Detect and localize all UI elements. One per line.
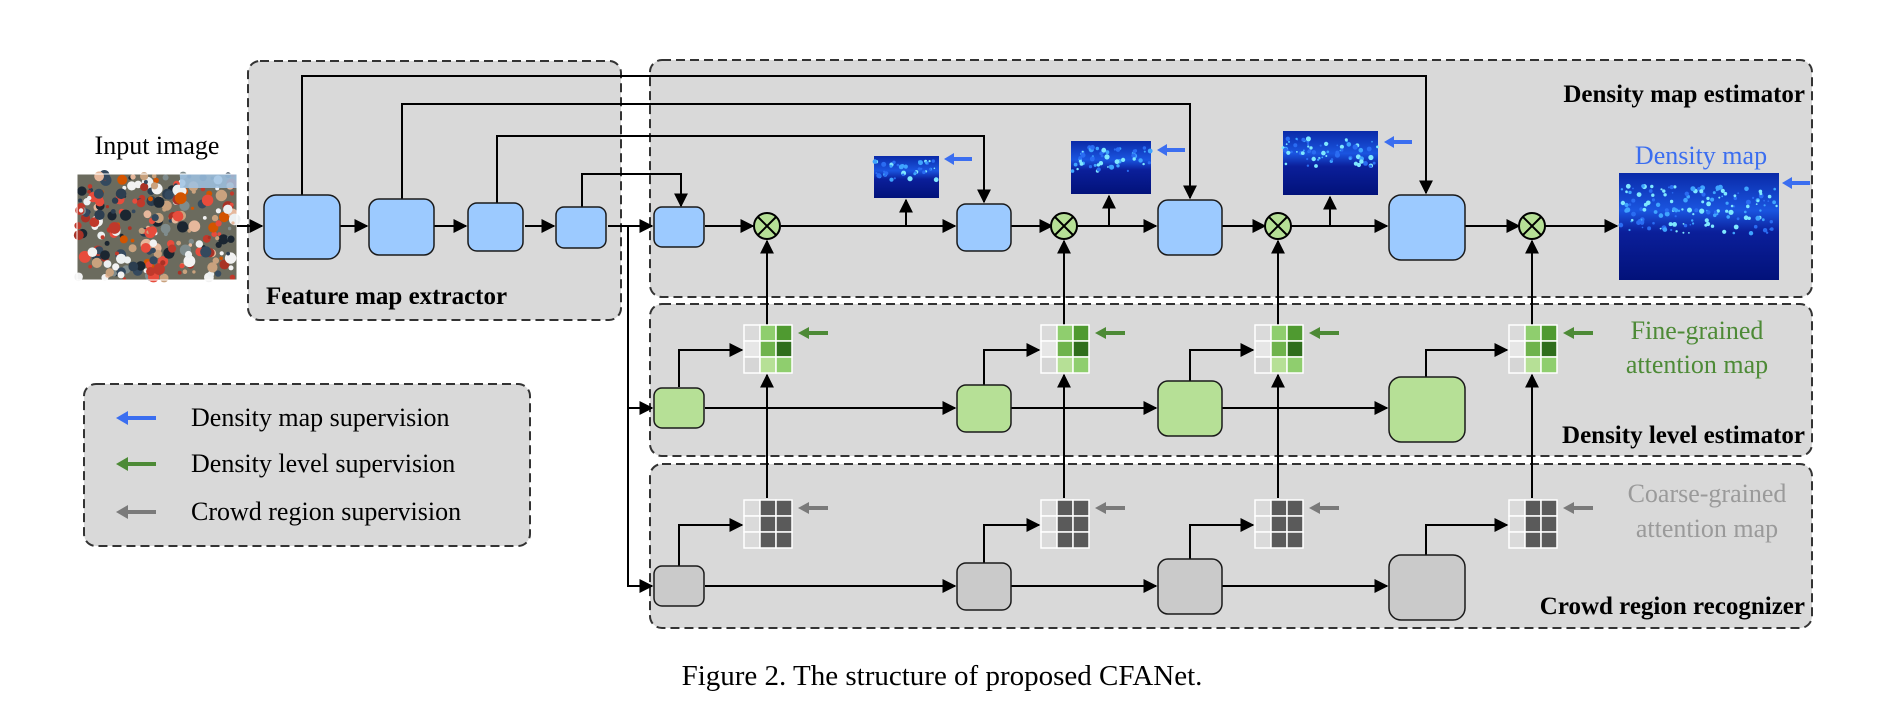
level-block-1 <box>653 387 705 429</box>
extractor-block-2 <box>368 198 435 256</box>
estimator-block-4 <box>1388 194 1466 261</box>
level-block-3 <box>1157 380 1223 437</box>
crowd-recognizer-label: Crowd region recognizer <box>1540 593 1805 620</box>
intermediate-dots <box>872 136 1379 183</box>
fine-attention-map-1 <box>743 324 828 374</box>
coarse-attention-map-2 <box>1040 499 1125 549</box>
crowd-block-4 <box>1388 554 1466 621</box>
level-wires <box>678 343 1509 415</box>
density-supervision-arrow <box>1384 136 1412 148</box>
input-image <box>73 170 241 283</box>
multiply-node-2 <box>1050 212 1078 240</box>
extractor-block-1 <box>263 194 341 260</box>
legend-label: Crowd region supervision <box>191 497 461 526</box>
density-supervision-arrows <box>944 136 1810 189</box>
extractor-block-3 <box>467 202 524 252</box>
density-estimator-label: Density map estimator <box>1563 81 1805 108</box>
multiply-node-1 <box>753 212 781 240</box>
estimator-block-1 <box>653 206 705 248</box>
intermediate-outputs-wires <box>899 194 1337 226</box>
density-supervision-arrow <box>944 153 972 165</box>
attention-flow-wires <box>760 239 1539 498</box>
coarse-attention-map-4 <box>1508 499 1593 549</box>
input-image-label: Input image <box>95 131 220 160</box>
density-supervision-arrow <box>1157 144 1185 156</box>
legend-item-density-level: Density level supervision <box>116 449 455 478</box>
crowd-block-2 <box>956 562 1012 611</box>
crowd-block-3 <box>1157 558 1223 615</box>
coarse-grained-label-line1: Coarse-grained <box>1628 479 1787 508</box>
level-block-2 <box>956 384 1012 433</box>
branch-wires <box>627 226 654 593</box>
fine-attention-map-2 <box>1040 324 1125 374</box>
fine-grained-label-line1: Fine-grained <box>1631 316 1764 345</box>
multiply-node-3 <box>1264 212 1292 240</box>
figure-caption: Figure 2. The structure of proposed CFAN… <box>682 660 1203 692</box>
skip-connections <box>301 75 1433 208</box>
legend-label: Density level supervision <box>191 449 455 478</box>
legend-box <box>83 383 531 547</box>
level-block-4 <box>1388 376 1466 443</box>
multiply-node-4 <box>1518 212 1546 240</box>
density-map-label: Density map <box>1635 141 1767 170</box>
estimator-block-3 <box>1157 199 1223 256</box>
legend-item-crowd-region: Crowd region supervision <box>116 497 461 526</box>
density-estimator-panel <box>649 59 1813 298</box>
density-supervision-arrow <box>1782 177 1810 189</box>
fine-attention-map-3 <box>1254 324 1339 374</box>
feature-extractor-label: Feature map extractor <box>266 283 507 310</box>
coarse-attention-map-1 <box>743 499 828 549</box>
crowd-block-1 <box>653 565 705 607</box>
coarse-grained-label-line2: attention map <box>1636 514 1778 543</box>
legend-label: Density map supervision <box>191 403 450 432</box>
fine-grained-label-line2: attention map <box>1626 350 1768 379</box>
extractor-block-4 <box>555 206 607 249</box>
level-estimator-label: Density level estimator <box>1562 422 1805 449</box>
estimator-block-2 <box>956 203 1012 252</box>
legend-item-density-map: Density map supervision <box>116 403 450 432</box>
fine-attention-map-4 <box>1508 324 1593 374</box>
crowd-wires <box>678 518 1509 593</box>
final-density-dots <box>1618 183 1778 236</box>
feature-extractor-panel <box>247 60 622 321</box>
coarse-attention-map-3 <box>1254 499 1339 549</box>
